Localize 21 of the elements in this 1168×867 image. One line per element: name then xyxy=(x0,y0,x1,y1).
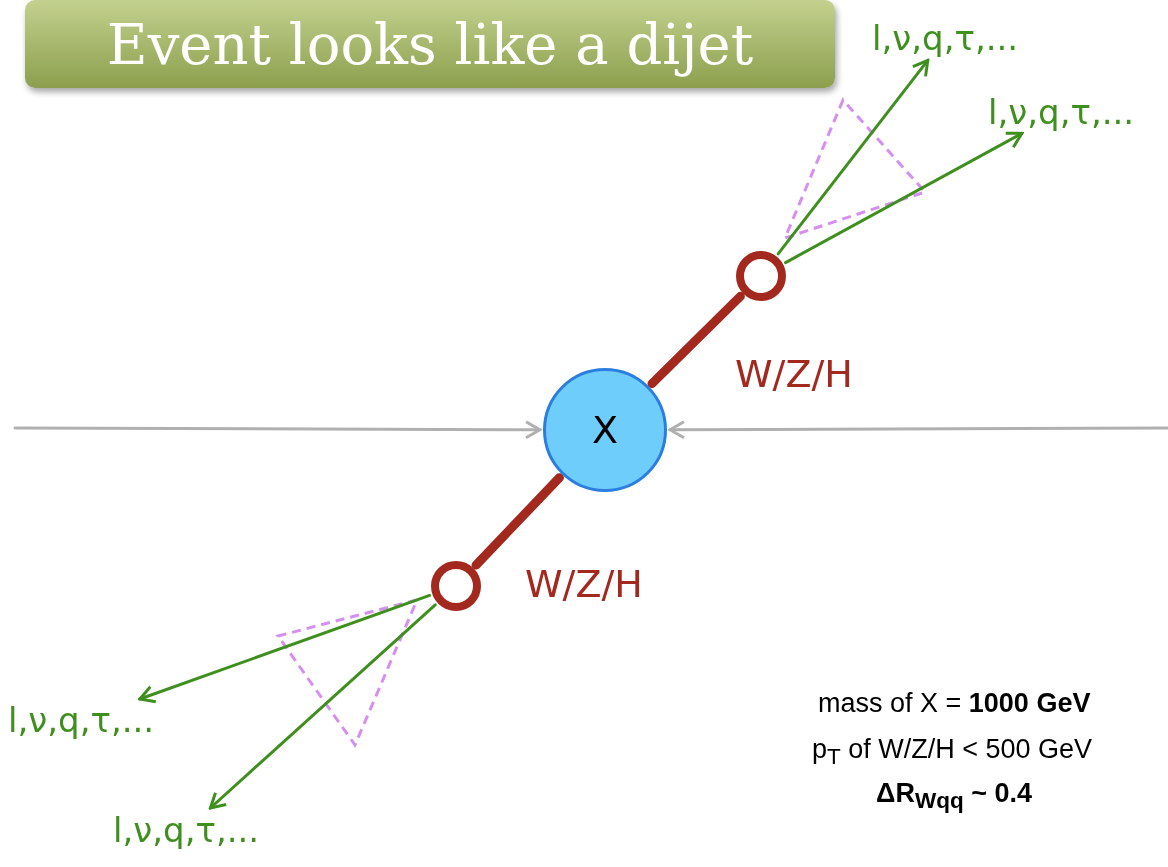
arrow xyxy=(138,593,432,704)
decay-products-label: l,ν,q,τ,... xyxy=(113,810,260,850)
decay-vertex-circle xyxy=(431,561,481,611)
arrow xyxy=(784,131,1024,265)
beam-arrow xyxy=(668,420,1168,440)
decay-vertex-circle xyxy=(736,251,786,301)
decay-products-label: l,ν,q,τ,... xyxy=(988,92,1135,132)
parameter-note: ΔR$_{Wqq}$ ~ 0.4 xyxy=(876,778,1032,815)
particle-circle: X xyxy=(543,368,667,492)
arrow xyxy=(208,603,437,810)
decay-products-label: l,ν,q,τ,... xyxy=(8,700,155,740)
parameter-note: p$_{T}$ of W/Z/H < 500 GeV xyxy=(812,734,1093,771)
decay-line xyxy=(647,291,745,389)
title-banner: Event looks like a dijet xyxy=(25,0,835,88)
decay-products-label: l,ν,q,τ,... xyxy=(872,18,1019,58)
arrow xyxy=(776,58,930,256)
particle-label: W/Z/H xyxy=(525,562,643,606)
parameter-note: mass of X = 1000 GeV xyxy=(818,688,1091,719)
beam-arrow xyxy=(13,420,542,440)
decay-line xyxy=(471,473,564,570)
particle-label: W/Z/H xyxy=(735,352,853,396)
